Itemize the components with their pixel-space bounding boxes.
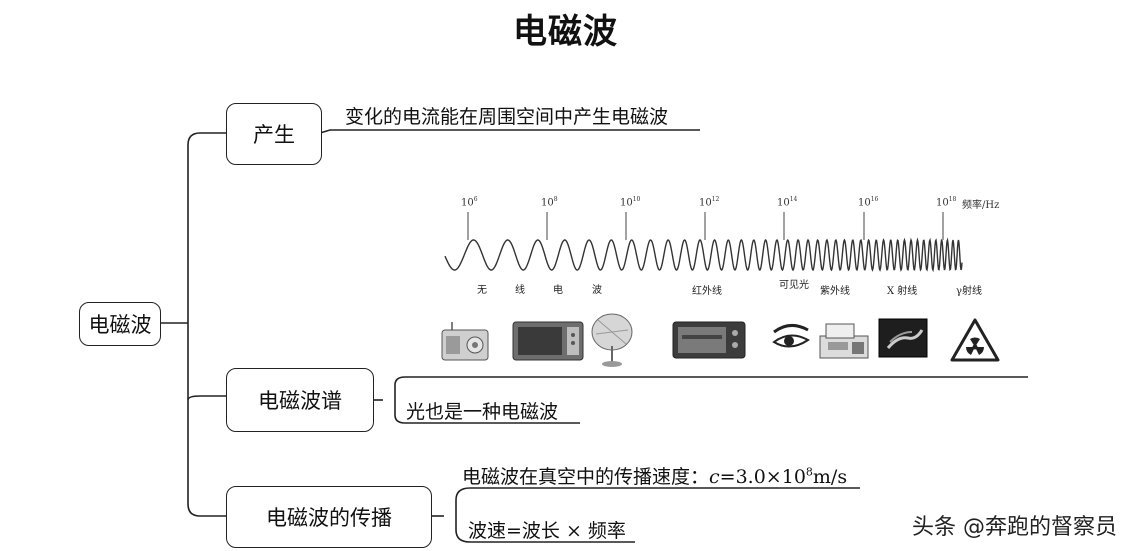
radio-icon (441, 322, 489, 361)
freq-tick: 1010 (620, 196, 641, 209)
medical-device-icon (819, 323, 869, 359)
propagation-speed-text: 电磁波在真空中的传播速度：c=3.0×108m/s (462, 465, 848, 488)
radiation-warning-icon (950, 318, 1000, 362)
branch-generation-node: 产生 (226, 103, 322, 165)
root-node: 电磁波 (79, 302, 161, 346)
freq-tick: 108 (541, 196, 558, 209)
freq-tick: 1014 (777, 196, 798, 209)
branch-generation-label: 产生 (253, 123, 295, 147)
frequency-unit: 频率/Hz (962, 200, 1000, 211)
band-label-gamma: γ射线 (956, 286, 982, 297)
band-label-radio-1: 无 (477, 285, 487, 296)
satellite-dish-icon (591, 313, 633, 367)
propagation-formula: 波速=波长 × 频率 (468, 520, 626, 542)
eye-icon (772, 324, 810, 348)
band-label-radio-3: 电 (553, 285, 563, 296)
freq-tick: 1012 (699, 196, 720, 209)
freq-tick: 1018 (936, 196, 957, 209)
branch-spectrum-node: 电磁波谱 (226, 368, 374, 432)
page-title: 电磁波 (513, 12, 618, 52)
branch-spectrum-label: 电磁波谱 (258, 389, 342, 413)
band-label-infrared: 红外线 (692, 286, 722, 297)
spectrum-note: 光也是一种电磁波 (406, 401, 559, 423)
freq-tick: 106 (461, 196, 478, 209)
band-label-ultraviolet: 紫外线 (820, 286, 850, 297)
microwave-oven-icon (512, 321, 584, 361)
band-label-xray: X 射线 (887, 286, 918, 297)
band-label-visible: 可见光 (779, 280, 809, 291)
toaster-oven-icon (672, 321, 746, 359)
xray-film-icon (878, 318, 928, 358)
generation-note: 变化的电流能在周围空间中产生电磁波 (345, 106, 669, 128)
branch-propagation-label: 电磁波的传播 (266, 506, 392, 530)
watermark: 头条 @奔跑的督察员 (912, 515, 1117, 540)
freq-tick: 1016 (858, 196, 879, 209)
root-label: 电磁波 (88, 313, 152, 337)
band-label-radio-4: 波 (592, 285, 602, 296)
branch-propagation-node: 电磁波的传播 (226, 486, 432, 548)
band-label-radio-2: 线 (515, 285, 525, 296)
